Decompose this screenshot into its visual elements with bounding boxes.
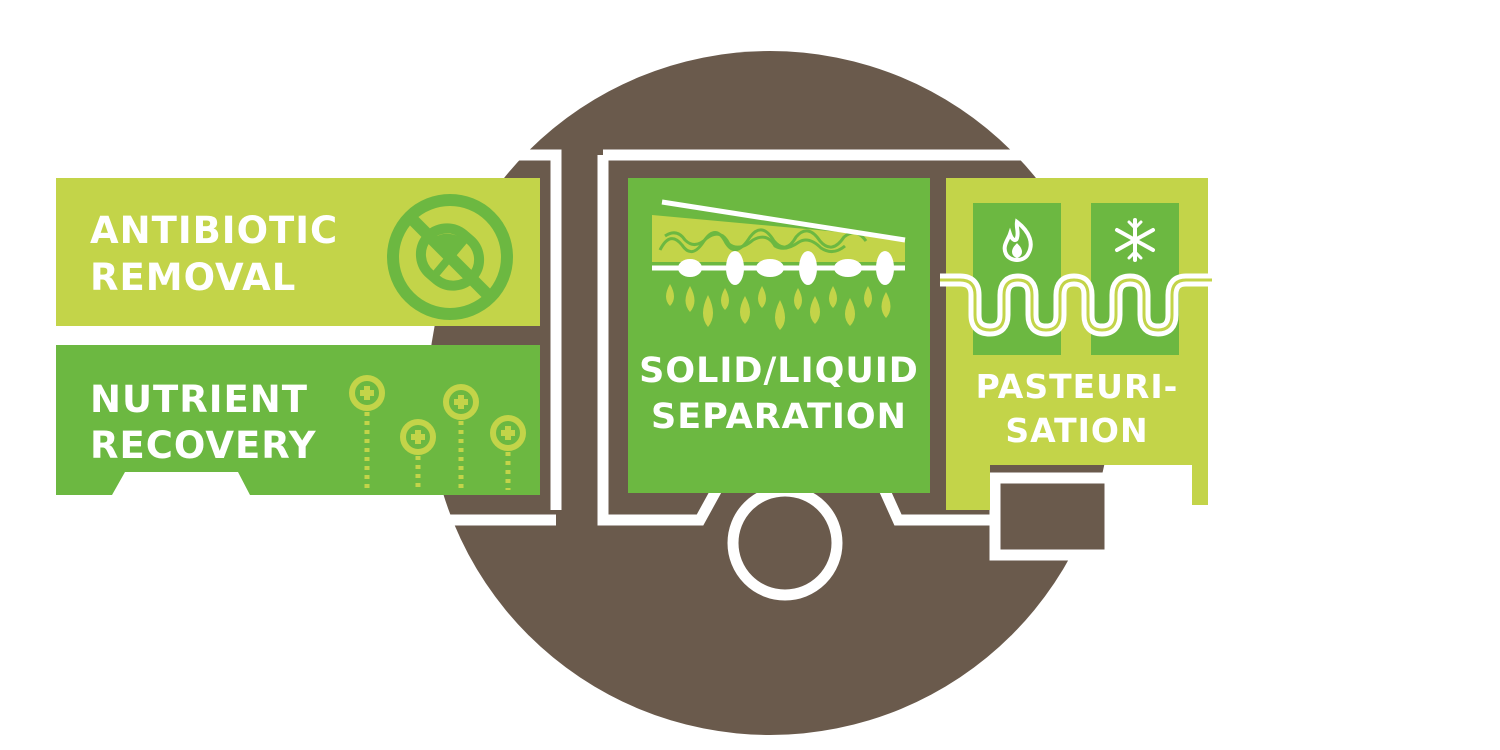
heat-exchanger-coil-inner [940, 278, 1212, 332]
nutrient-title-line2: RECOVERY [90, 424, 317, 467]
nutrient-recovery-module: NUTRIENT RECOVERY [56, 345, 540, 495]
separation-title-line2: SEPARATION [651, 397, 907, 437]
antibiotic-title-line1: ANTIBIOTIC [90, 209, 338, 252]
pasteurisation-module: PASTEURI- SATION [940, 178, 1212, 510]
wheel [727, 485, 843, 601]
rear-body-outline [453, 149, 562, 510]
snowflake-icon [1115, 218, 1155, 262]
separation-module: SOLID/LIQUID SEPARATION [628, 178, 930, 493]
cab-bumper [989, 472, 1116, 561]
antibiotic-title-line2: REMOVAL [90, 256, 296, 299]
no-pill-icon [387, 194, 513, 320]
separation-title-line1: SOLID/LIQUID [639, 351, 919, 391]
antibiotic-removal-module: ANTIBIOTIC REMOVAL [56, 178, 540, 326]
filter-press-icon [652, 199, 906, 330]
pasteurisation-title-line2: SATION [1005, 411, 1148, 450]
plus-sensor-icon [349, 375, 526, 490]
pasteurisation-title-line1: PASTEURI- [976, 367, 1179, 406]
flame-icon [1002, 218, 1033, 262]
nutrient-title-line1: NUTRIENT [90, 378, 308, 421]
